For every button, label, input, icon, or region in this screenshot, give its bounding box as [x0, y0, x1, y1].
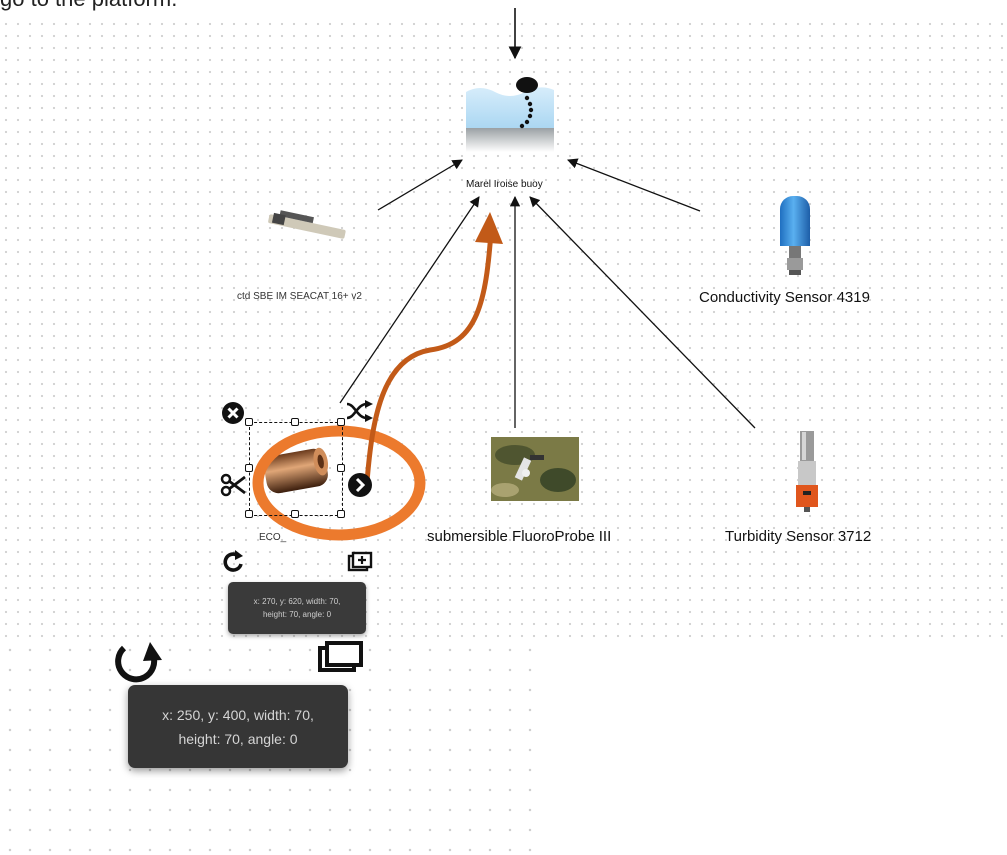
conductivity-sensor-image: [780, 196, 810, 275]
resize-handle-e[interactable]: [337, 464, 345, 472]
resize-handle-ne[interactable]: [337, 418, 345, 426]
tooltip-zoomed-line-2: height: 70, angle: 0: [178, 730, 298, 747]
eco-label: ECO_: [259, 532, 287, 543]
clone-icon[interactable]: [347, 551, 373, 573]
connect-icon[interactable]: [347, 472, 373, 498]
remove-icon[interactable]: [220, 400, 246, 426]
resize-handle-s[interactable]: [291, 510, 299, 518]
caption-text: go to the platform.: [0, 0, 177, 12]
drag-arrow: [364, 231, 494, 483]
selection-box[interactable]: [249, 422, 343, 516]
conductivity-label: Conductivity Sensor 4319: [699, 289, 870, 306]
ctd-label: ctd SBE IM SEACAT 16+ v2: [237, 291, 362, 302]
tooltip-zoomed-line-1: x: 250, y: 400, width: 70,: [162, 706, 314, 723]
resize-handle-nw[interactable]: [245, 418, 253, 426]
tooltip-line-1: x: 270, y: 620, width: 70,: [253, 597, 341, 606]
resize-handle-se[interactable]: [337, 510, 345, 518]
geometry-tooltip: x: 270, y: 620, width: 70, height: 70, a…: [228, 582, 366, 634]
arrow-turbidity: [529, 196, 756, 429]
fluoroprobe-image: [491, 437, 579, 501]
turbidity-sensor-image: [796, 431, 818, 512]
resize-handle-n[interactable]: [291, 418, 299, 426]
arrow-eco: [339, 196, 480, 404]
cut-icon[interactable]: [220, 472, 246, 498]
arrow-conductivity: [567, 158, 701, 212]
highlight-ellipse: [252, 425, 426, 541]
link-icon[interactable]: [345, 400, 375, 422]
tooltip-line-2: height: 70, angle: 0: [262, 610, 332, 619]
rotate-icon[interactable]: [222, 550, 246, 574]
buoy-label: Marel Iroise buoy: [466, 179, 543, 190]
eco-sensor-image: [264, 447, 329, 494]
zoomed-clone-icon: [318, 641, 363, 672]
resize-handle-w[interactable]: [245, 464, 253, 472]
resize-handle-sw[interactable]: [245, 510, 253, 518]
zoomed-rotate-icon: [115, 642, 162, 683]
buoy-image: [466, 77, 554, 152]
ctd-image: [268, 210, 346, 239]
arrow-ctd: [377, 159, 463, 211]
geometry-tooltip-zoomed: x: 250, y: 400, width: 70, height: 70, a…: [128, 685, 348, 768]
turbidity-label: Turbidity Sensor 3712: [725, 528, 872, 545]
fluoroprobe-label: submersible FluoroProbe III: [427, 528, 612, 545]
